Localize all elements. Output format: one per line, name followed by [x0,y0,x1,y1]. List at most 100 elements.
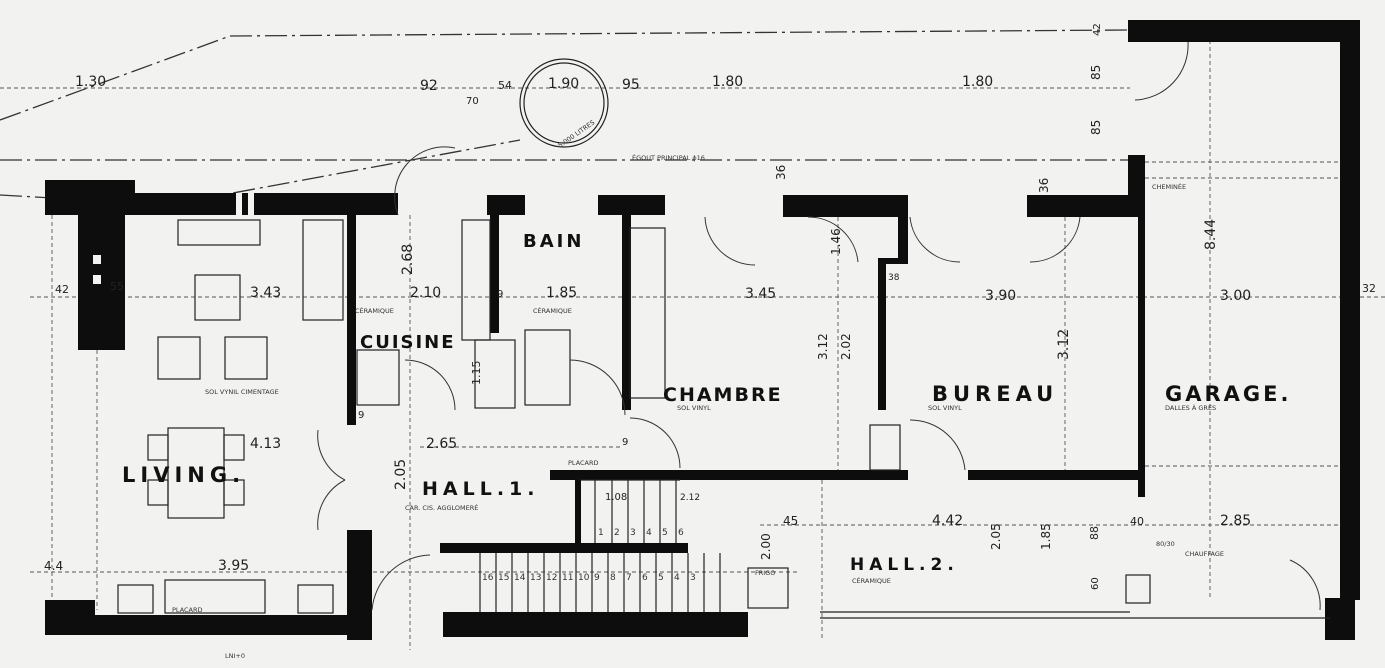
plan-label: PLACARD [568,459,599,467]
plan-label: SOL VINYL [677,404,711,412]
plan-label: 3.12 [816,333,830,360]
plan-label: 40 [1130,515,1144,528]
plan-label: 1.46 [829,228,843,255]
plan-label: 45 [783,514,798,528]
plan-label: 1.80 [962,74,993,90]
room-bain: BAIN [523,231,584,252]
plan-label: 3.00 [1220,288,1251,304]
plan-label: 9 [497,289,503,300]
plan-label: PLACARD [172,606,203,614]
plan-label: FRIGO [755,569,775,577]
plan-label: 16 [482,573,494,583]
plan-label: 85 [1089,120,1103,135]
dimension-lines [0,29,1385,650]
plan-label: 13 [530,573,541,583]
plan-label: 55 [110,280,124,293]
plan-label: CHEMINÉE [1152,182,1186,191]
plan-label: 9 [594,573,600,583]
furniture [117,219,1330,619]
plan-label: 2.85 [1220,513,1251,529]
plan-label: 42 [55,283,69,296]
plan-label: 36 [774,165,788,180]
plan-label: 2.05 [989,523,1003,550]
plan-label: SOL VYNIL CIMENTAGE [205,388,279,396]
plan-label: 3.90 [985,288,1016,304]
plan-label: 32 [1362,282,1376,295]
plan-label: 60 [1090,577,1101,590]
plan-label: LNI+0 [225,652,245,660]
plan-label: 3.45 [745,286,776,302]
plan-label: 6 [678,528,684,538]
plan-label: DALLES À GRÈS [1165,403,1216,412]
plan-label: 3.95 [218,558,249,574]
plan-label: 1.30 [75,74,106,90]
plan-label: CAR. CIS. AGGLOMERÉ [405,503,478,512]
room-cuisine: CUISINE [360,332,456,353]
plan-label: 14 [514,573,526,583]
plan-label: CÉRAMIQUE [355,306,394,315]
plan-label: 70 [466,96,479,107]
plan-label: CÉRAMIQUE [852,576,891,585]
plan-label: 42 [1092,23,1103,36]
plan-label: 1.80 [712,74,743,90]
plan-label: 80/30 [1156,540,1175,548]
plan-label: 38 [888,273,900,283]
plan-label: 2.05 [393,459,409,490]
plan-label: SOL VINYL [928,404,962,412]
plan-label: 1.08 [605,492,627,503]
plan-label: 1.85 [546,285,577,301]
plan-label: 2.65 [426,436,457,452]
room-hall-2: HALL.2. [850,555,959,575]
room-hall-1: HALL.1. [422,478,539,500]
plan-label: 1 [598,528,604,538]
plan-label: 36 [1037,178,1051,193]
plan-label: 88 [1088,526,1101,540]
plan-label: 11 [562,573,573,583]
room-labels: LIVING. CUISINE BAIN CHAMBRE BUREAU GARA… [122,231,1291,575]
plan-label: 2.10 [410,285,441,301]
plan-label: 4.4 [44,559,63,573]
plan-label: 4.42 [932,513,963,529]
plan-label: 2.02 [839,333,853,360]
plan-label: 8 [610,573,616,583]
plan-label: 1.15 [470,361,483,386]
plan-label: 92 [420,78,438,94]
plan-label: 2 [614,528,620,538]
plan-label: 6 [642,573,648,583]
room-living: LIVING. [122,463,245,487]
plan-label: 15 [498,573,509,583]
plan-label: 3 [690,573,696,583]
boiler [1125,574,1151,604]
plan-label: 2.12 [680,493,700,503]
plan-label: 54 [498,79,512,92]
doors [317,41,1321,611]
plan-label: 8.44 [1203,219,1219,250]
plan-label: CÉRAMIQUE [533,306,572,315]
plan-label: 5 [658,573,664,583]
plan-label: 9 [358,410,364,421]
plan-label: 2.68 [400,244,416,275]
dimension-labels: 1.30 92 70 54 1.90 95 1.80 1.80 42 85 85… [44,23,1376,590]
plan-label: 4.13 [250,436,281,452]
water-tank: 5.000 LITRES [519,58,609,150]
plan-label: 1.85 [1039,523,1053,550]
plan-label: 3 [630,528,636,538]
walls [45,20,1360,640]
plan-label: 2.00 [759,533,773,560]
room-chambre: CHAMBRE [663,384,783,406]
plan-label: 95 [622,77,640,93]
plan-label: 9 [622,437,628,448]
dining-table [167,427,225,519]
room-garage: GARAGE. [1165,382,1291,406]
plan-label: 4 [646,528,652,538]
plan-label: 12 [546,573,557,583]
plan-label: 3.43 [250,285,281,301]
plan-label: 7 [626,573,632,583]
plan-label: 5 [662,528,668,538]
plan-label: 1.90 [548,76,579,92]
plan-label: 3.12 [1056,329,1072,360]
plan-label: CHAUFFAGE [1185,550,1224,558]
plan-label: 4 [674,573,680,583]
